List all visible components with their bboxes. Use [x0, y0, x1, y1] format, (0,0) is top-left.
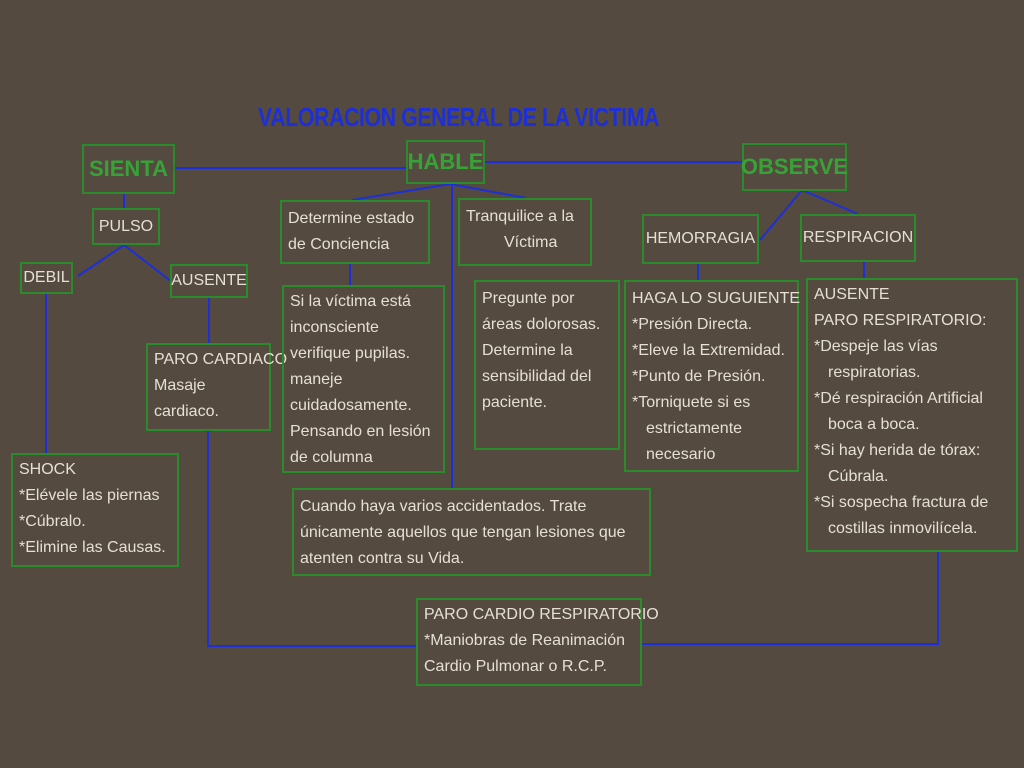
node-paro-cardio-respiratorio: PARO CARDIO RESPIRATORIO *Maniobras de R… [416, 598, 659, 686]
paro-cardiaco-line: Masaje [154, 377, 206, 394]
haga-line: *Punto de Presión. [632, 368, 766, 385]
pregunte-line: áreas dolorosas. [482, 316, 601, 333]
rcp-line: PARO CARDIO RESPIRATORIO [424, 606, 659, 623]
ausente-paro-line: PARO RESPIRATORIO: [814, 312, 987, 329]
haga-line: *Eleve la Extremidad. [632, 342, 785, 359]
node-haga-lo-siguiente: HAGA LO SUGUIENTE *Presión Directa. *Ele… [624, 280, 801, 472]
node-ausente: AUSENTE [170, 264, 248, 298]
haga-line: necesario [646, 446, 716, 463]
haga-line: *Torniquete si es [632, 394, 751, 411]
connector-hable-determine [351, 183, 451, 201]
pregunte-line: Determine la [482, 342, 573, 359]
determine-line: de Conciencia [288, 236, 390, 253]
ausente-label: AUSENTE [171, 272, 247, 289]
node-debil: DEBIL [20, 262, 73, 294]
debil-label: DEBIL [23, 269, 70, 286]
inconsciente-line: Pensando en lesión [290, 423, 431, 440]
connector-hable-tranquilice [449, 183, 527, 199]
node-tranquilice: Tranquilice a la Víctima [458, 198, 592, 266]
respiracion-label: RESPIRACION [802, 229, 914, 246]
pregunte-line: paciente. [482, 394, 547, 411]
ausente-paro-line: Cúbrala. [828, 468, 889, 485]
shock-line: *Elévele las piernas [19, 487, 160, 504]
ausente-paro-line: AUSENTE [814, 286, 890, 303]
hemorragia-label: HEMORRAGIA [645, 230, 756, 247]
node-sienta: SIENTA [82, 144, 175, 194]
ausente-paro-line: *Si hay herida de tórax: [814, 442, 981, 459]
haga-line: HAGA LO SUGUIENTE [632, 290, 801, 307]
haga-line: estrictamente [646, 420, 743, 437]
observe-label: OBSERVE [740, 154, 849, 179]
ausente-paro-line: boca a boca. [828, 416, 920, 433]
node-paro-cardiaco: PARO CARDIACO Masaje cardiaco. [146, 343, 288, 431]
rcp-line: *Maniobras de Reanimación [424, 632, 625, 649]
inconsciente-line: verifique pupilas. [290, 345, 411, 362]
inconsciente-line: cuidadosamente. [290, 397, 412, 414]
paro-cardiaco-line: PARO CARDIACO [154, 351, 288, 368]
node-pregunte: Pregunte por áreas dolorosas. Determine … [474, 280, 620, 450]
varios-line: Cuando haya varios accidentados. Trate [300, 498, 587, 515]
rcp-line: Cardio Pulmonar o R.C.P. [424, 658, 607, 675]
haga-line: *Presión Directa. [632, 316, 753, 333]
inconsciente-line: maneje [290, 371, 343, 388]
node-varios-accidentados: Cuando haya varios accidentados. Trate ú… [292, 488, 651, 576]
varios-line: atenten contra su Vida. [300, 550, 465, 567]
connector-observe-hemorragia [759, 189, 803, 241]
connector-respiratorio-rcp [642, 552, 939, 645]
ausente-paro-line: *Si sospecha fractura de [814, 494, 989, 511]
node-pulso: PULSO [92, 208, 160, 245]
node-observe: OBSERVE [740, 143, 849, 191]
connector-paro-cardiaco-rcp [207, 430, 417, 647]
node-determine: Determine estado de Conciencia [280, 200, 430, 264]
inconsciente-line: Si la víctima está [290, 293, 411, 310]
node-hable: HABLE [406, 140, 485, 184]
ausente-paro-line: *Dé respiración Artificial [814, 390, 983, 407]
inconsciente-line: inconsciente [290, 319, 379, 336]
shock-line: *Cúbralo. [19, 513, 86, 530]
ausente-paro-line: costillas inmovilícela. [828, 520, 978, 537]
determine-line: Determine estado [288, 210, 415, 227]
inconsciente-line: de columna [290, 449, 373, 466]
connector-observe-respiracion [801, 189, 859, 215]
node-victima-inconsciente: Si la víctima está inconsciente verifiqu… [282, 285, 445, 473]
pulso-label: PULSO [98, 217, 154, 235]
tranquilice-line: Víctima [504, 234, 558, 251]
hable-label: HABLE [407, 149, 484, 174]
sienta-label: SIENTA [88, 156, 169, 181]
ausente-paro-line: respiratorias. [828, 364, 921, 381]
node-hemorragia: HEMORRAGIA [642, 214, 759, 264]
ausente-paro-line: *Despeje las vías [814, 338, 938, 355]
paro-cardiaco-line: cardiaco. [154, 403, 219, 420]
connector-pulso-debil [77, 244, 125, 277]
node-shock: SHOCK *Elévele las piernas *Cúbralo. *El… [11, 453, 179, 567]
tranquilice-line: Tranquilice a la [466, 208, 574, 225]
node-respiracion: RESPIRACION [800, 214, 916, 262]
pregunte-line: sensibilidad del [482, 368, 592, 385]
varios-line: únicamente aquellos que tengan lesiones … [300, 524, 626, 541]
connector-pulso-ausente [123, 244, 173, 283]
shock-line: SHOCK [19, 461, 76, 478]
node-ausente-paro-respiratorio: AUSENTE PARO RESPIRATORIO: *Despeje las … [806, 278, 1018, 552]
diagram-title: VALORACION GENERAL DE LA VICTIMA [258, 102, 660, 132]
shock-line: *Elimine las Causas. [19, 539, 166, 556]
pregunte-line: Pregunte por [482, 290, 575, 307]
